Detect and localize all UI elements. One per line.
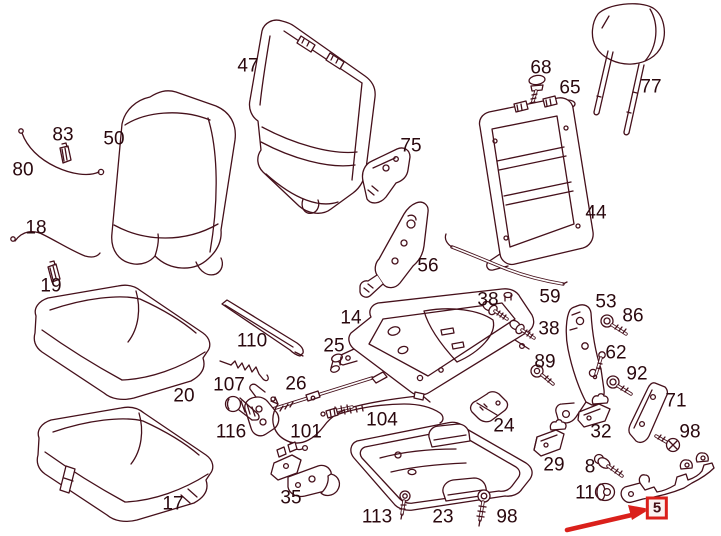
part-label-116[interactable]: 116 bbox=[215, 421, 247, 443]
part-92-bolt bbox=[606, 375, 633, 396]
part-23-seat-pan bbox=[350, 421, 533, 511]
part-label-47[interactable]: 47 bbox=[237, 55, 259, 77]
part-86-bolt bbox=[600, 314, 628, 336]
part-label-29[interactable]: 29 bbox=[543, 454, 565, 476]
part-label-11[interactable]: 11 bbox=[575, 482, 595, 504]
part-label-26[interactable]: 26 bbox=[285, 373, 307, 395]
part-29-clip bbox=[533, 419, 567, 457]
part-25-clip bbox=[329, 353, 343, 373]
part-11-nut bbox=[594, 482, 616, 502]
part-89-screw bbox=[530, 364, 555, 386]
part-26-rod-assembly bbox=[244, 371, 388, 437]
part-label-53[interactable]: 53 bbox=[595, 291, 617, 313]
part-5-bracket-rail bbox=[620, 452, 715, 504]
part-38-bolt-a bbox=[482, 300, 509, 321]
part-label-83[interactable]: 83 bbox=[52, 124, 74, 146]
part-77-headrest bbox=[591, 3, 665, 136]
part-label-104[interactable]: 104 bbox=[366, 409, 398, 431]
part-label-23[interactable]: 23 bbox=[432, 506, 454, 528]
part-label-110[interactable]: 110 bbox=[236, 330, 268, 352]
part-35-latch bbox=[270, 441, 341, 498]
part-label-8[interactable]: 8 bbox=[584, 456, 596, 478]
part-18-cable bbox=[10, 230, 101, 258]
part-label-98b[interactable]: 98 bbox=[496, 506, 518, 528]
part-label-56[interactable]: 56 bbox=[417, 255, 439, 277]
part-label-50[interactable]: 50 bbox=[103, 128, 125, 150]
part-label-71[interactable]: 71 bbox=[665, 390, 687, 412]
part-68-bolt bbox=[528, 74, 546, 110]
red-arrow-shaft bbox=[564, 511, 639, 533]
part-75-bracket bbox=[361, 147, 411, 204]
part-label-113[interactable]: 113 bbox=[361, 506, 393, 528]
part-71-side-cover bbox=[628, 382, 669, 443]
part-20-seat-cushion bbox=[33, 284, 211, 400]
part-label-25[interactable]: 25 bbox=[323, 335, 345, 357]
part-label-19[interactable]: 19 bbox=[40, 275, 62, 297]
part-label-98r[interactable]: 98 bbox=[679, 421, 701, 443]
part-107-spring bbox=[219, 360, 269, 382]
part-38-bolt-b bbox=[509, 319, 536, 340]
part-label-38b[interactable]: 38 bbox=[538, 318, 560, 340]
part-label-20[interactable]: 20 bbox=[173, 385, 195, 407]
part-19-clip bbox=[47, 260, 61, 283]
part-label-92[interactable]: 92 bbox=[626, 363, 648, 385]
part-label-59[interactable]: 59 bbox=[539, 286, 561, 308]
part-110-bar bbox=[221, 299, 304, 357]
part-62-pin bbox=[592, 351, 606, 380]
part-83-clip bbox=[59, 142, 72, 164]
part-label-75[interactable]: 75 bbox=[400, 135, 422, 157]
part-label-14[interactable]: 14 bbox=[340, 307, 362, 329]
part-label-38a[interactable]: 38 bbox=[477, 289, 499, 311]
part-8-bolt bbox=[593, 453, 624, 478]
part-59-rod bbox=[444, 233, 568, 286]
part-53-recliner-bracket bbox=[555, 304, 605, 424]
part-label-18[interactable]: 18 bbox=[25, 217, 47, 239]
part-98-screw-bottom bbox=[476, 489, 491, 527]
part-label-101[interactable]: 101 bbox=[290, 421, 322, 443]
part-label-80[interactable]: 80 bbox=[12, 159, 34, 181]
part-label-32[interactable]: 32 bbox=[590, 421, 612, 443]
part-24-bracket bbox=[469, 391, 509, 423]
part-17-seat-cushion bbox=[36, 406, 214, 522]
part-50-backrest-cushion bbox=[111, 90, 236, 276]
part-116-knob bbox=[224, 395, 260, 421]
part-label-68[interactable]: 68 bbox=[530, 57, 552, 79]
part-label-5-highlighted[interactable]: 5 bbox=[645, 496, 669, 520]
part-label-35[interactable]: 35 bbox=[280, 487, 302, 509]
red-arrow bbox=[564, 505, 650, 533]
part-113-screw bbox=[399, 490, 411, 520]
part-label-65[interactable]: 65 bbox=[559, 77, 581, 99]
part-14-seat-frame bbox=[337, 288, 535, 396]
part-label-17[interactable]: 17 bbox=[162, 493, 184, 515]
part-56-hinge-bracket bbox=[359, 201, 429, 298]
part-104-cable bbox=[320, 403, 444, 424]
part-label-77[interactable]: 77 bbox=[640, 76, 662, 98]
part-label-62[interactable]: 62 bbox=[605, 342, 627, 364]
part-label-24[interactable]: 24 bbox=[493, 415, 515, 437]
part-44-backrest-frame bbox=[478, 95, 594, 271]
part-98-screw-right bbox=[654, 434, 681, 453]
part-label-44[interactable]: 44 bbox=[585, 202, 607, 224]
part-label-107[interactable]: 107 bbox=[213, 374, 245, 396]
part-label-89[interactable]: 89 bbox=[534, 351, 556, 373]
part-32-clip bbox=[577, 393, 611, 428]
red-arrow-head bbox=[628, 505, 650, 520]
part-47-backrest-panel bbox=[248, 19, 376, 214]
part-label-86[interactable]: 86 bbox=[622, 305, 644, 327]
part-80-cable bbox=[18, 128, 105, 176]
